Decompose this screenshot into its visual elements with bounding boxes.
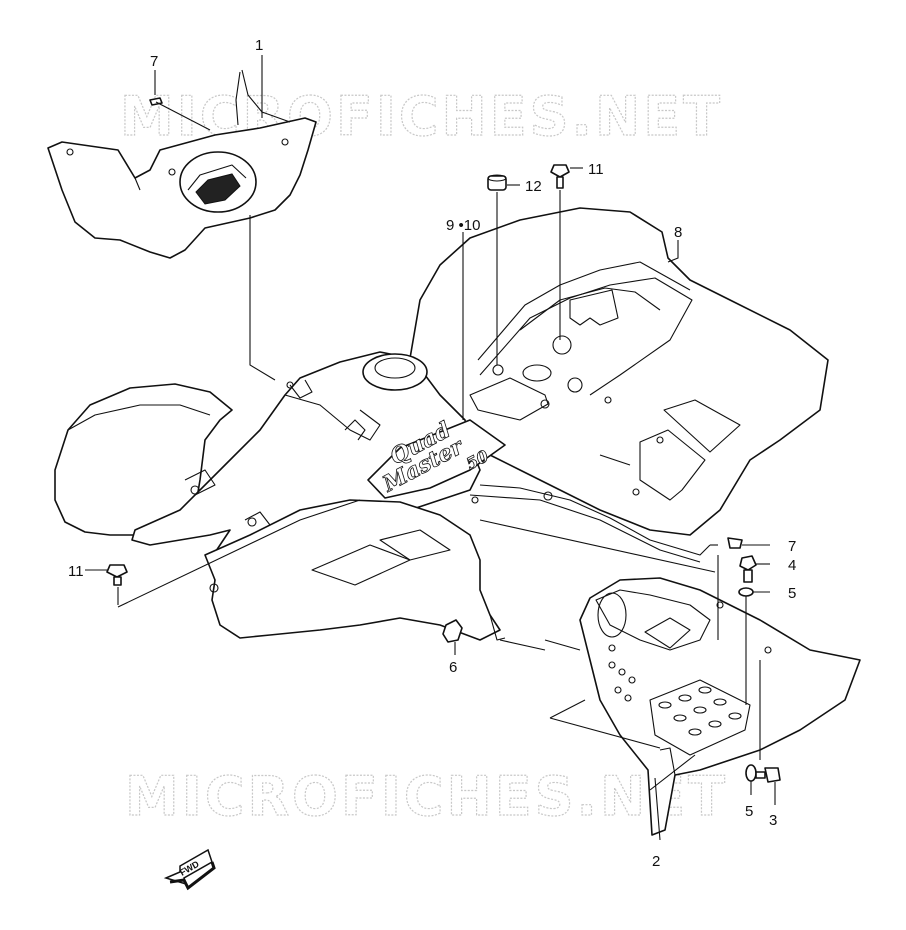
nut-6: [442, 619, 463, 643]
callout-7-top: 7: [150, 53, 158, 70]
front-fender-right-part: [204, 499, 506, 641]
watermark-bottom: MICROFICHES.NET: [125, 765, 728, 828]
callout-11-top: 11: [588, 161, 604, 178]
callout-6: 6: [449, 659, 457, 676]
washer-5-upper: [738, 587, 754, 597]
screw-7-right: [727, 537, 743, 549]
assembly-lines: [85, 55, 776, 841]
footrest-holes: [608, 601, 772, 702]
washer-5-lower: [745, 764, 757, 782]
footrest-grip-pattern: [658, 686, 742, 736]
front-fender-left-part: [54, 383, 233, 536]
bolt-3: [755, 767, 781, 783]
main-body-part: Quad Master 50: [131, 351, 506, 581]
callout-3: 3: [769, 812, 777, 829]
callout-9-10: 9 •10: [446, 217, 480, 234]
callout-4: 4: [788, 557, 796, 574]
callout-2: 2: [652, 853, 660, 870]
callout-12: 12: [525, 178, 542, 195]
front-cover-part: [47, 69, 317, 259]
screw-7-top: [149, 97, 211, 131]
bolt-4: [739, 555, 757, 583]
callout-5-lower: 5: [745, 803, 753, 820]
callout-1: 1: [255, 37, 263, 54]
bolt-11-top: [550, 164, 570, 340]
fwd-arrow-icon: FWD: [163, 848, 216, 891]
grommet-12: [487, 174, 507, 365]
callout-11-left: 11: [68, 563, 84, 580]
footrest-part: [579, 577, 861, 836]
bolt-11-left: [106, 564, 128, 605]
callout-5-upper: 5: [788, 585, 796, 602]
callout-8: 8: [674, 224, 682, 241]
rear-fender-part: [407, 207, 829, 563]
callout-7-right: 7: [788, 538, 796, 555]
